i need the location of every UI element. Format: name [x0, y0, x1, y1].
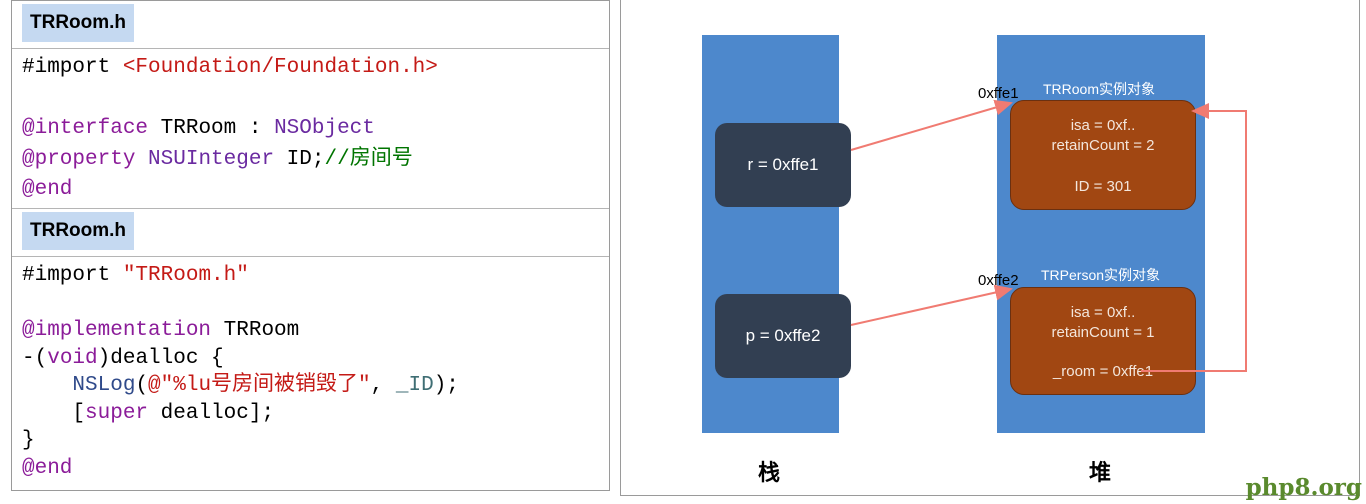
impl-file-label: TRRoom.h — [22, 212, 135, 250]
person-field-room: _room = 0xffe1 — [1052, 363, 1154, 380]
impl-code-line: @end — [22, 456, 72, 482]
code-token: super — [85, 401, 149, 425]
code-token — [22, 374, 72, 397]
code-token: ID; — [274, 147, 325, 171]
room-object: isa = 0xf.. retainCount = 2 ID = 301 — [1010, 100, 1196, 210]
code-token: //房间号 — [324, 147, 413, 171]
person-field-isa: isa = 0xf.. — [1070, 304, 1136, 321]
code-token — [135, 148, 148, 171]
header-code-line: @end — [22, 177, 72, 203]
code-token: <Foundation/Foundation.h> — [122, 56, 438, 79]
code-token: TRRoom : — [148, 117, 275, 140]
header-code-line: #import <Foundation/Foundation.h> — [22, 55, 438, 81]
impl-code-line: [super dealloc]; — [22, 401, 274, 427]
heap-label: 堆 — [1089, 460, 1112, 485]
header-file-label: TRRoom.h — [22, 4, 135, 42]
code-token: ( — [135, 374, 149, 397]
code-token: [ — [22, 401, 86, 425]
arrow-r-to-room — [850, 99, 1013, 151]
stack-var-p: p = 0xffe2 — [715, 294, 851, 378]
impl-code-line: @implementation TRRoom — [22, 318, 299, 344]
room-object-title: TRRoom实例对象 — [1043, 81, 1156, 97]
room-field-id: ID = 301 — [1074, 178, 1132, 195]
code-token: @property — [22, 147, 136, 171]
code-token: @interface — [22, 117, 149, 140]
person-address: 0xffe2 — [978, 272, 1019, 289]
impl-code-line: #import "TRRoom.h" — [22, 263, 249, 289]
arrow-p-to-person — [850, 284, 1013, 326]
header-code-line: @property NSUInteger ID;//房间号 — [22, 147, 413, 173]
memory-diagram: r = 0xffe1 p = 0xffe2 0xffe1 TRRoom实例对象 … — [620, 0, 1360, 496]
code-token: NSUInteger — [148, 147, 275, 171]
person-field-retaincount: retainCount = 1 — [1051, 324, 1155, 341]
code-token: TRRoom — [211, 319, 300, 342]
person-object-title: TRPerson实例对象 — [1041, 267, 1161, 283]
code-token: #import — [22, 264, 123, 287]
code-token: )dealloc { — [97, 346, 224, 370]
code-table: TRRoom.h #import <Foundation/Foundation.… — [11, 0, 610, 491]
impl-file-row: TRRoom.h — [12, 209, 609, 257]
person-object: isa = 0xf.. retainCount = 1 _room = 0xff… — [1010, 287, 1196, 395]
header-file-row: TRRoom.h — [12, 1, 609, 49]
stack-var-r: r = 0xffe1 — [715, 123, 851, 207]
code-token: "TRRoom.h" — [122, 264, 249, 287]
code-token: void — [47, 346, 98, 370]
impl-code-line: NSLog(@"%lu号房间被销毁了", _ID); — [22, 373, 459, 399]
impl-code-block: #import "TRRoom.h" @implementation TRRoom… — [12, 257, 609, 490]
header-code-line: @interface TRRoom : NSObject — [22, 116, 375, 142]
room-field-isa: isa = 0xf.. — [1070, 117, 1136, 134]
code-token: @end — [22, 178, 73, 201]
code-token: #import — [22, 56, 123, 79]
code-token: -( — [22, 346, 48, 370]
code-token: dealloc]; — [148, 401, 275, 425]
impl-code-line: } — [22, 428, 35, 454]
code-token: @end — [22, 456, 73, 480]
code-token: _ID — [395, 374, 434, 397]
code-token: @"%lu号房间被销毁了" — [148, 374, 371, 397]
stack-label: 栈 — [758, 460, 781, 485]
code-token: NSLog — [72, 374, 136, 397]
room-field-retaincount: retainCount = 2 — [1051, 137, 1155, 154]
watermark: php8.org — [1245, 474, 1362, 501]
code-token: } — [22, 429, 35, 452]
impl-code-line: -(void)dealloc { — [22, 346, 224, 372]
header-code-block: #import <Foundation/Foundation.h> @interf… — [12, 49, 609, 209]
room-address: 0xffe1 — [978, 85, 1019, 102]
code-token: NSObject — [274, 117, 375, 140]
code-token: @implementation — [22, 319, 212, 342]
code-token: , — [370, 374, 396, 397]
code-token: ); — [433, 374, 459, 397]
